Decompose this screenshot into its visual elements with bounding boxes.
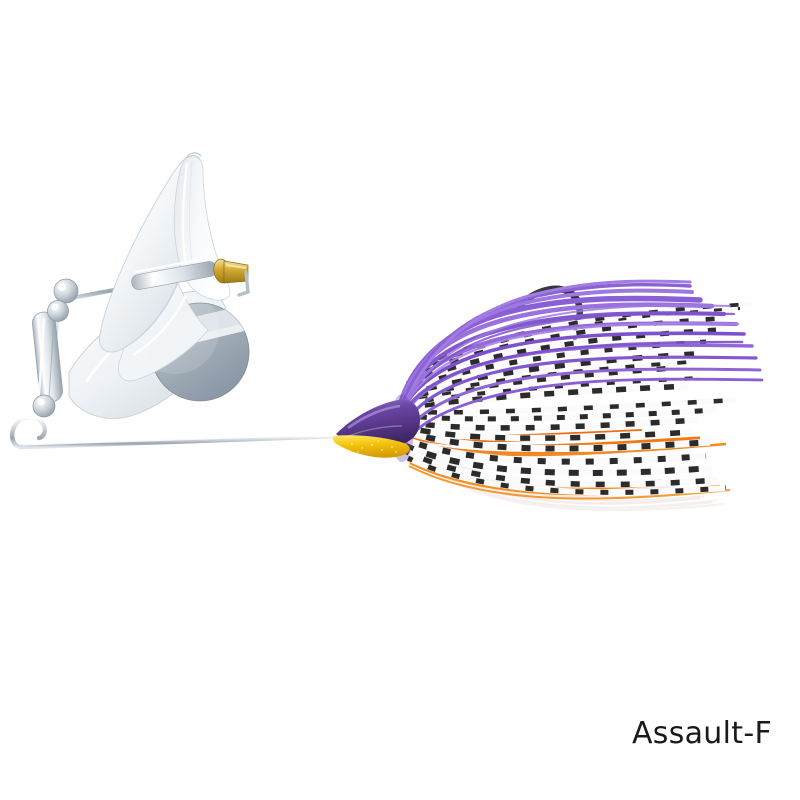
barred-white-strands-lower: [404, 397, 737, 496]
chrome-bead-stack: [32, 278, 79, 418]
color-variant-caption: Assault-F: [631, 716, 772, 751]
chrome-barrel-sleeve: [32, 311, 63, 403]
jig-head: [332, 399, 420, 458]
purple-top-strands: [393, 279, 764, 448]
brass-barrel-swivel: [131, 255, 250, 297]
silicone-skirt: [390, 279, 764, 512]
